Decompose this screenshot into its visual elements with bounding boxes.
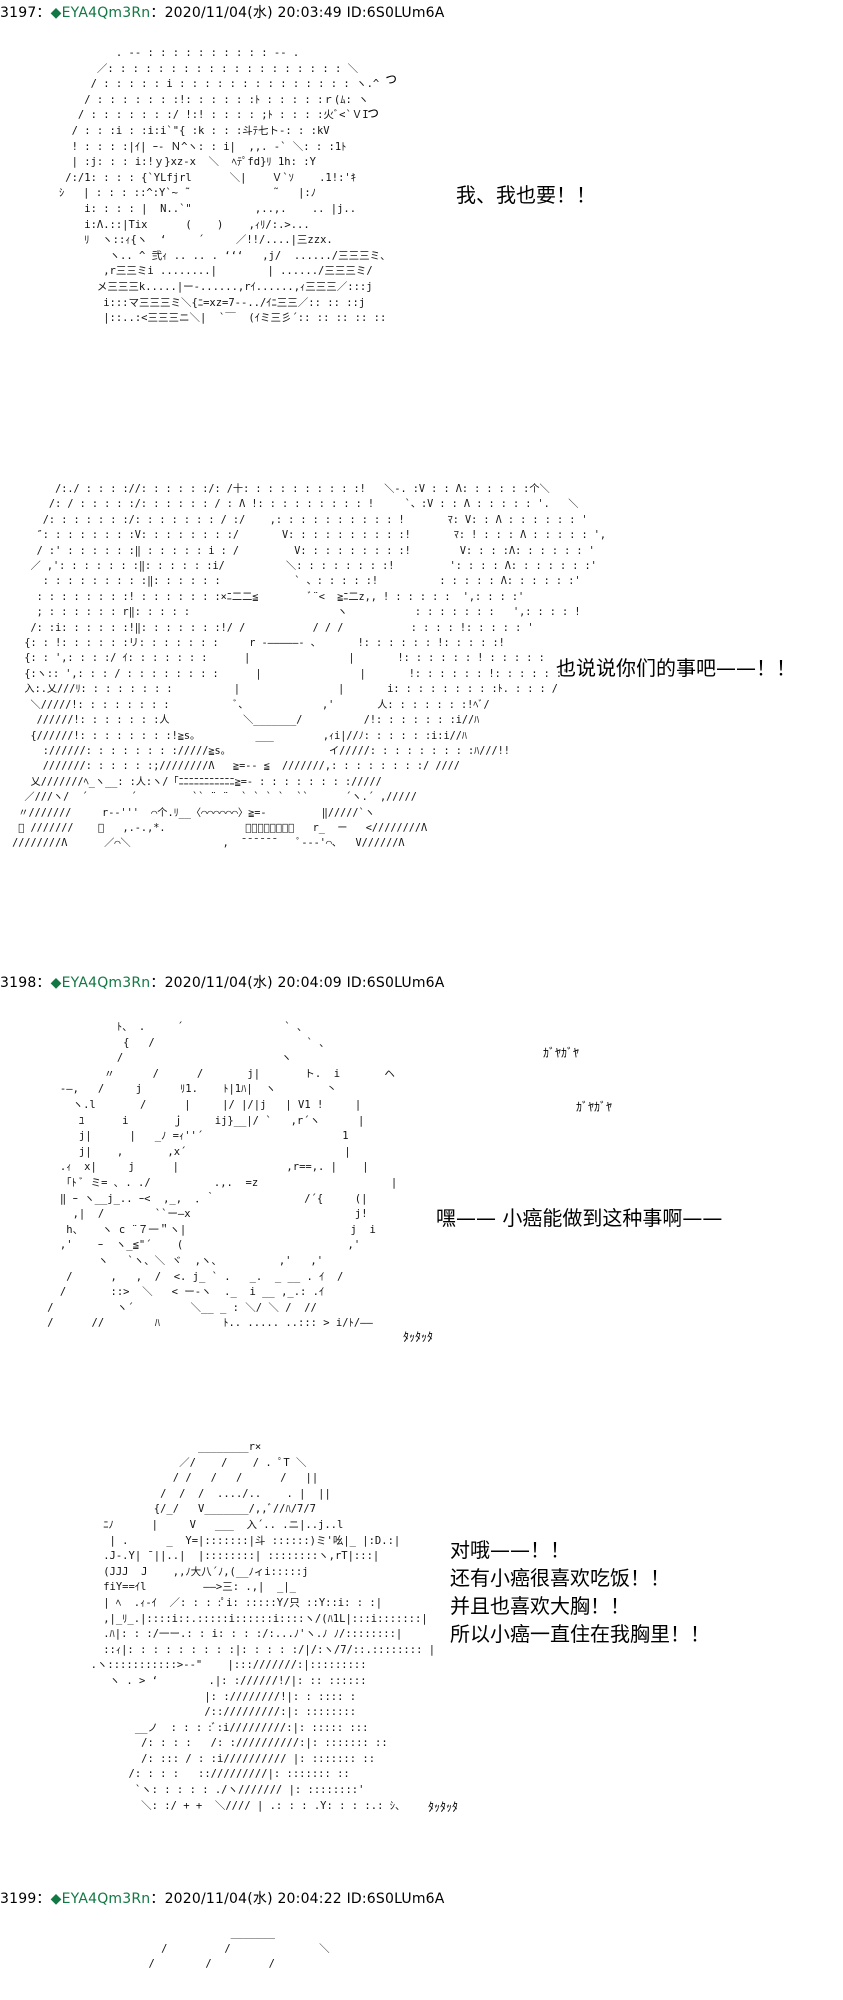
post-number: 3198： bbox=[0, 975, 51, 991]
dialogue-line: 还有小癌很喜欢吃饭！！ bbox=[450, 1566, 670, 1590]
post-number: 3197： bbox=[0, 5, 51, 21]
dialogue-line: 并且也喜欢大胸！！ bbox=[450, 1594, 630, 1618]
dialogue-block: 对哦——！！ 还有小癌很喜欢吃饭！！ 并且也喜欢大胸！！ 所以小癌一直住在我胸里… bbox=[450, 1536, 710, 1648]
sweat-mark: っ bbox=[366, 105, 380, 121]
post-header-3199: 3199：◆EYA4Qm3Rn：2020/11/04(水) 20:04:22 I… bbox=[0, 1888, 445, 1908]
dialogue-line: 对哦——！！ bbox=[450, 1538, 570, 1562]
sound-effect: ﾀｯﾀｯﾀ bbox=[403, 1330, 434, 1344]
sound-effect: ｶﾞﾔｶﾞﾔ bbox=[543, 1046, 580, 1060]
sound-effect: ｶﾞﾔｶﾞﾔ bbox=[576, 1100, 613, 1114]
trip-name: ◆EYA4Qm3Rn bbox=[50, 975, 151, 991]
dialogue-line: 所以小癌一直住在我胸里！！ bbox=[450, 1622, 710, 1646]
post-meta: ：2020/11/04(水) 20:03:49 ID:6S0LUm6A bbox=[150, 5, 445, 21]
post-header-3197: 3197：◆EYA4Qm3Rn：2020/11/04(水) 20:03:49 I… bbox=[0, 2, 445, 22]
ascii-art-fragment: _______ / / ＼ / / / bbox=[148, 1927, 330, 1971]
trip-name: ◆EYA4Qm3Rn bbox=[50, 1891, 151, 1907]
dialogue-line: 嘿—— 小癌能做到这种事啊—— bbox=[436, 1206, 723, 1230]
ascii-art-closeup-face: /:./ : : : ://: : : : : :/: /十: : : : : … bbox=[12, 484, 607, 850]
dialogue-line: 我、我也要！！ bbox=[456, 183, 596, 207]
dialogue-line: 也说说你们的事吧——！！ bbox=[556, 656, 796, 680]
ascii-art-girl-side: ﾄ、 . ´ ` 、 { / ` 、 / ヽ 〃 / / j| ト. i ヘ ‐… bbox=[47, 1021, 398, 1330]
sound-effect: ﾀｯﾀｯﾀ bbox=[428, 1800, 459, 1814]
post-number: 3199： bbox=[0, 1891, 51, 1907]
ascii-art-girl-shy: . -‐ : : : : : : : : : : ‐- . ／: : : : :… bbox=[58, 47, 391, 325]
sweat-mark: っ bbox=[384, 71, 398, 87]
trip-name: ◆EYA4Qm3Rn bbox=[50, 5, 151, 21]
post-meta: ：2020/11/04(水) 20:04:22 ID:6S0LUm6A bbox=[150, 1891, 445, 1907]
post-header-3198: 3198：◆EYA4Qm3Rn：2020/11/04(水) 20:04:09 I… bbox=[0, 972, 445, 992]
post-meta: ：2020/11/04(水) 20:04:09 ID:6S0LUm6A bbox=[150, 975, 445, 991]
ascii-art-girl-hat: ________r× ／/ / / . ﾟT ＼ / / / / / || / … bbox=[90, 1441, 436, 1812]
